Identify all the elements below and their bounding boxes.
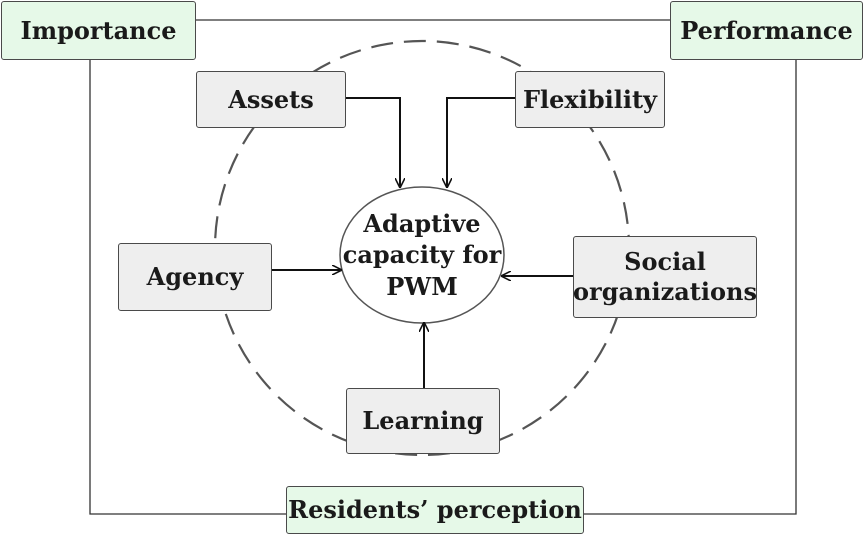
importance-box: Importance	[1, 1, 196, 60]
agency-label: Agency	[146, 262, 244, 291]
performance-box: Performance	[670, 1, 863, 60]
flexibility-label: Flexibility	[522, 84, 657, 114]
frame-right-line	[584, 60, 797, 515]
assets-label: Assets	[228, 84, 314, 114]
social-organizations-box: Social organizations	[573, 236, 757, 318]
learning-box: Learning	[346, 388, 500, 454]
agency-box: Agency	[118, 243, 272, 311]
center-line3: PWM	[386, 271, 458, 301]
residents-perception-label: Residents’ perception	[288, 495, 582, 524]
social-label-line2: organizations	[573, 277, 757, 306]
center-line1: Adaptive	[363, 209, 481, 239]
assets-box: Assets	[196, 71, 346, 128]
arrow-flexibility	[447, 97, 516, 186]
social-label-line1: Social	[624, 247, 706, 276]
importance-label: Importance	[20, 15, 177, 45]
center-line2: capacity for	[342, 240, 502, 270]
learning-label: Learning	[362, 406, 484, 435]
frame-left-line	[89, 60, 286, 515]
arrow-assets	[346, 97, 400, 186]
residents-perception-box: Residents’ perception	[286, 486, 584, 534]
adaptive-capacity-label: Adaptive capacity for PWM	[342, 190, 502, 320]
flexibility-box: Flexibility	[515, 71, 665, 128]
performance-label: Performance	[680, 15, 853, 45]
